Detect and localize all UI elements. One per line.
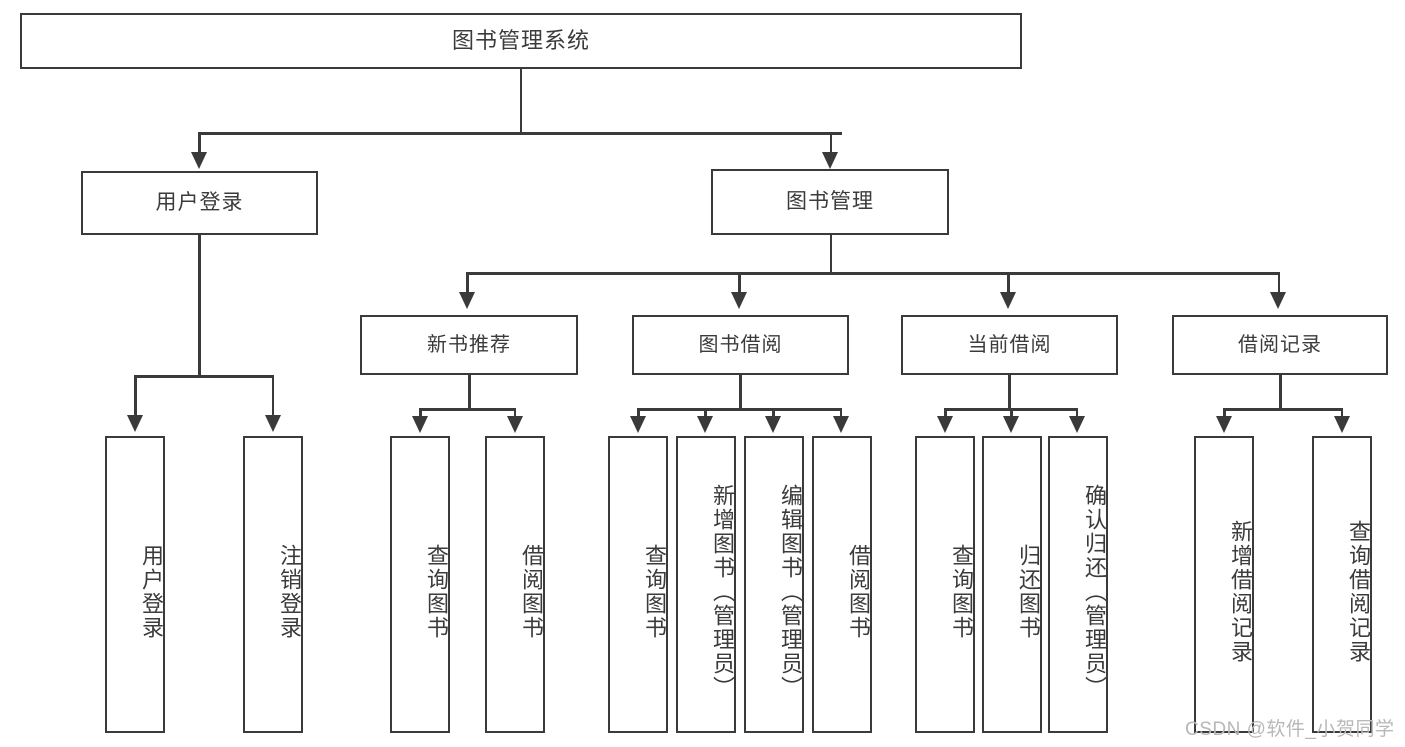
- leaf-user-login[interactable]: 用户登录: [105, 436, 165, 733]
- connector-borrowrecord-drop-2: [1340, 408, 1343, 418]
- leaf-query-record-label: 查询借阅记录: [1346, 519, 1371, 664]
- node-new-book-recommend[interactable]: 新书推荐: [360, 315, 578, 375]
- connector-bookmgmt-drop-3: [1007, 272, 1010, 294]
- connector-bookborrow-drop-3: [772, 408, 775, 418]
- arrow-to-leaf-borrow-book-1: [507, 416, 523, 433]
- node-current-borrow[interactable]: 当前借阅: [901, 315, 1118, 375]
- leaf-add-book[interactable]: 新增图书（管理员）: [676, 436, 736, 733]
- leaf-confirm-return[interactable]: 确认归还（管理员）: [1048, 436, 1108, 733]
- connector-newbook-drop-1: [419, 408, 422, 418]
- leaf-query-book-3-label: 查询图书: [949, 543, 974, 640]
- arrow-to-leaf-add-record: [1216, 416, 1232, 433]
- connector-bookmgmt-drop-1: [466, 272, 469, 294]
- leaf-borrow-book-1[interactable]: 借阅图书: [485, 436, 545, 733]
- node-root-system[interactable]: 图书管理系统: [20, 13, 1022, 69]
- leaf-borrow-book-2-label: 借阅图书: [846, 543, 871, 640]
- connector-newbook-bus: [419, 408, 516, 411]
- leaf-query-book-3[interactable]: 查询图书: [915, 436, 975, 733]
- arrow-to-borrow-record: [1270, 292, 1286, 309]
- connector-bookmgmt-bus: [466, 272, 1280, 275]
- connector-bookmgmt-drop-2: [738, 272, 741, 294]
- arrow-to-leaf-borrow-book-2: [833, 416, 849, 433]
- arrow-to-current-borrow: [1000, 292, 1016, 309]
- connector-bookborrow-bus: [637, 408, 842, 411]
- connector-borrowrecord-drop-1: [1223, 408, 1226, 418]
- node-book-management[interactable]: 图书管理: [711, 169, 949, 235]
- connector-currentborrow-drop-3: [1075, 408, 1078, 418]
- connector-userlogin-stem: [198, 235, 201, 376]
- connector-newbook-drop-2: [513, 408, 516, 418]
- leaf-logout-label: 注销登录: [277, 543, 302, 640]
- leaf-query-record[interactable]: 查询借阅记录: [1312, 436, 1372, 733]
- connector-currentborrow-stem: [1008, 375, 1011, 410]
- leaf-query-book-2[interactable]: 查询图书: [608, 436, 668, 733]
- connector-currentborrow-drop-2: [1010, 408, 1013, 418]
- connector-bookborrow-drop-4: [839, 408, 842, 418]
- arrow-to-leaf-query-book-2: [630, 416, 646, 433]
- arrow-to-leaf-logout: [265, 415, 281, 432]
- leaf-add-record[interactable]: 新增借阅记录: [1194, 436, 1254, 733]
- arrow-to-book-borrow: [731, 292, 747, 309]
- arrow-to-book-management: [822, 152, 838, 169]
- node-book-borrow[interactable]: 图书借阅: [632, 315, 849, 375]
- leaf-user-login-label: 用户登录: [139, 543, 164, 640]
- node-user-login[interactable]: 用户登录: [81, 171, 318, 235]
- connector-bookborrow-stem: [739, 375, 742, 410]
- arrow-to-user-login: [191, 152, 207, 169]
- leaf-logout[interactable]: 注销登录: [243, 436, 303, 733]
- leaf-add-record-label: 新增借阅记录: [1228, 519, 1253, 664]
- arrow-to-leaf-return-book: [1003, 416, 1019, 433]
- connector-userlogin-bus: [134, 375, 274, 378]
- arrow-to-leaf-query-book-3: [937, 416, 953, 433]
- leaf-edit-book-label: 编辑图书（管理员）: [778, 483, 803, 700]
- arrow-to-leaf-confirm-return: [1069, 416, 1085, 433]
- leaf-query-book-1-label: 查询图书: [424, 543, 449, 640]
- connector-borrowrecord-stem: [1279, 375, 1282, 410]
- connector-borrowrecord-bus: [1223, 408, 1343, 411]
- leaf-confirm-return-label: 确认归还（管理员）: [1082, 483, 1107, 700]
- arrow-to-leaf-query-record: [1334, 416, 1350, 433]
- leaf-add-book-label: 新增图书（管理员）: [710, 483, 735, 700]
- arrow-to-new-book-recommend: [459, 292, 475, 309]
- connector-root-drop-left: [198, 132, 201, 154]
- connector-bookborrow-drop-1: [637, 408, 640, 418]
- arrow-to-leaf-add-book: [697, 416, 713, 433]
- leaf-borrow-book-2[interactable]: 借阅图书: [812, 436, 872, 733]
- connector-root-bus: [198, 132, 842, 135]
- leaf-return-book-label: 归还图书: [1016, 543, 1041, 640]
- leaf-query-book-1[interactable]: 查询图书: [390, 436, 450, 733]
- arrow-to-leaf-query-book-1: [412, 416, 428, 433]
- connector-root-drop-right: [829, 132, 832, 154]
- connector-currentborrow-drop-1: [944, 408, 947, 418]
- arrow-to-leaf-edit-book: [765, 416, 781, 433]
- node-borrow-record[interactable]: 借阅记录: [1172, 315, 1388, 375]
- connector-bookborrow-drop-2: [704, 408, 707, 418]
- arrow-to-leaf-user-login: [127, 415, 143, 432]
- connector-userlogin-drop-1: [134, 375, 137, 417]
- leaf-borrow-book-1-label: 借阅图书: [519, 543, 544, 640]
- leaf-edit-book[interactable]: 编辑图书（管理员）: [744, 436, 804, 733]
- connector-newbook-stem: [468, 375, 471, 410]
- connector-userlogin-drop-2: [271, 375, 274, 417]
- connector-bookmgmt-drop-4: [1277, 272, 1280, 294]
- connector-bookmgmt-stem: [829, 235, 832, 273]
- leaf-query-book-2-label: 查询图书: [642, 543, 667, 640]
- leaf-return-book[interactable]: 归还图书: [982, 436, 1042, 733]
- connector-root-stem: [519, 69, 522, 133]
